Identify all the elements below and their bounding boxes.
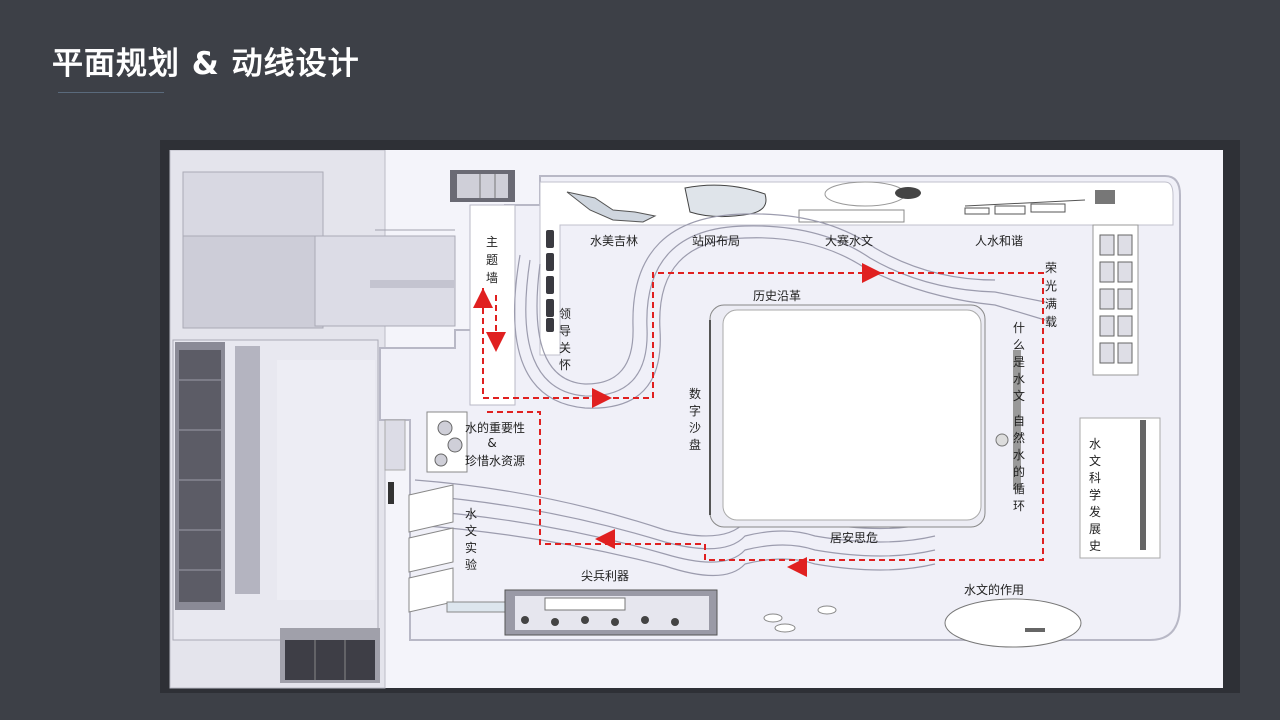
label-glory-char: 荣 — [1045, 261, 1057, 275]
floor-plan: 主题墙 领导关怀 水美吉林 站网布局 大赛水文 人水和谐 荣光满载 历史沿革 什… — [165, 150, 1235, 690]
label-theme-wall-char: 题 — [486, 253, 498, 267]
label-history: 历史沿革 — [753, 289, 801, 303]
floor-plan-svg: 主题墙 领导关怀 水美吉林 站网布局 大赛水文 人水和谐 荣光满载 历史沿革 什… — [169, 150, 1223, 689]
route-arrows — [473, 263, 882, 577]
label-what-is-char: 什 — [1013, 321, 1025, 335]
label-science-history-char: 发 — [1089, 504, 1101, 519]
label-experiment: 水文实验 — [465, 507, 477, 572]
sand-table-room — [709, 304, 986, 528]
label-glory-char: 满 — [1045, 297, 1057, 311]
experiment-boxes — [408, 484, 506, 613]
label-glory: 荣光满载 — [1045, 261, 1057, 329]
label-science-history: 水文科学发展史 — [1089, 437, 1101, 553]
label-theme-wall: 主题墙 — [486, 235, 498, 285]
label-leaders-char: 怀 — [559, 358, 571, 372]
label-amp: & — [487, 436, 496, 450]
label-science-history-char: 水 — [1089, 437, 1101, 451]
label-what-is-char: 文 — [1013, 388, 1025, 403]
function-platform — [944, 598, 1082, 648]
cycle-display — [1013, 350, 1021, 490]
label-what-is-char: 么 — [1013, 338, 1025, 352]
label-sand-table: 数字沙盘 — [689, 386, 701, 452]
label-experiment-char: 文 — [465, 523, 477, 538]
label-danger: 居安思危 — [830, 530, 878, 545]
cycle-display-dot — [995, 433, 1009, 447]
label-leaders: 领导关怀 — [559, 307, 571, 372]
title-underline — [58, 92, 164, 93]
slide-title: 平面规划 & 动线设计 — [52, 46, 360, 82]
label-water-cycle-char: 循 — [1013, 482, 1025, 496]
label-function: 水文的作用 — [964, 582, 1024, 597]
top-wall-decor — [566, 181, 1115, 223]
importance-panel — [384, 411, 468, 504]
label-water-cycle-char: 然 — [1013, 430, 1025, 445]
left-building — [169, 150, 515, 689]
glory-wall — [1092, 224, 1139, 376]
label-weapons: 尖兵利器 — [581, 569, 629, 583]
label-what-is-char: 是 — [1013, 355, 1025, 369]
label-sand-table-char: 盘 — [689, 437, 701, 452]
floor-spots — [763, 605, 837, 633]
label-what-is: 什么是水文 — [1013, 321, 1025, 403]
label-sand-table-char: 沙 — [689, 421, 701, 435]
label-science-history-char: 史 — [1089, 539, 1101, 553]
zone-labels: 主题墙 领导关怀 水美吉林 站网布局 大赛水文 人水和谐 荣光满载 历史沿革 什… — [465, 233, 1101, 597]
label-importance: 水的重要性 — [465, 420, 525, 435]
label-leaders-char: 领 — [559, 307, 571, 321]
label-water-cycle-char: 水 — [1013, 448, 1025, 462]
science-board — [1079, 417, 1161, 559]
label-science-history-char: 文 — [1089, 453, 1101, 468]
label-water-cycle-char: 环 — [1013, 499, 1025, 513]
label-experiment-char: 验 — [465, 557, 477, 572]
label-water-cycle-char: 的 — [1013, 464, 1025, 479]
label-water-cycle: 自然水的循环 — [1013, 414, 1025, 513]
label-what-is-char: 水 — [1013, 372, 1025, 386]
label-glory-char: 光 — [1045, 279, 1057, 293]
label-leaders-char: 关 — [559, 341, 571, 355]
label-harmony: 人水和谐 — [975, 234, 1023, 248]
leader-portraits — [546, 230, 554, 332]
label-science-history-char: 学 — [1089, 487, 1101, 502]
science-board-edge — [1140, 420, 1146, 550]
label-contest: 大赛水文 — [825, 233, 873, 248]
label-theme-wall-char: 主 — [486, 235, 498, 249]
label-sand-table-char: 字 — [689, 403, 701, 418]
label-station-network: 站网布局 — [692, 234, 740, 248]
label-science-history-char: 科 — [1089, 471, 1101, 485]
label-science-history-char: 展 — [1089, 522, 1101, 536]
label-sand-table-char: 数 — [689, 386, 701, 401]
label-leaders-char: 导 — [559, 324, 571, 338]
label-experiment-char: 实 — [465, 540, 477, 555]
label-glory-char: 载 — [1045, 315, 1057, 329]
function-plaque — [1025, 628, 1045, 632]
label-cherish: 珍惜水资源 — [465, 454, 525, 468]
label-water-cycle-char: 自 — [1013, 414, 1025, 428]
label-water-beauty: 水美吉林 — [590, 234, 638, 248]
label-experiment-char: 水 — [465, 507, 477, 521]
weapons-table — [504, 589, 718, 636]
label-theme-wall-char: 墙 — [486, 271, 498, 285]
